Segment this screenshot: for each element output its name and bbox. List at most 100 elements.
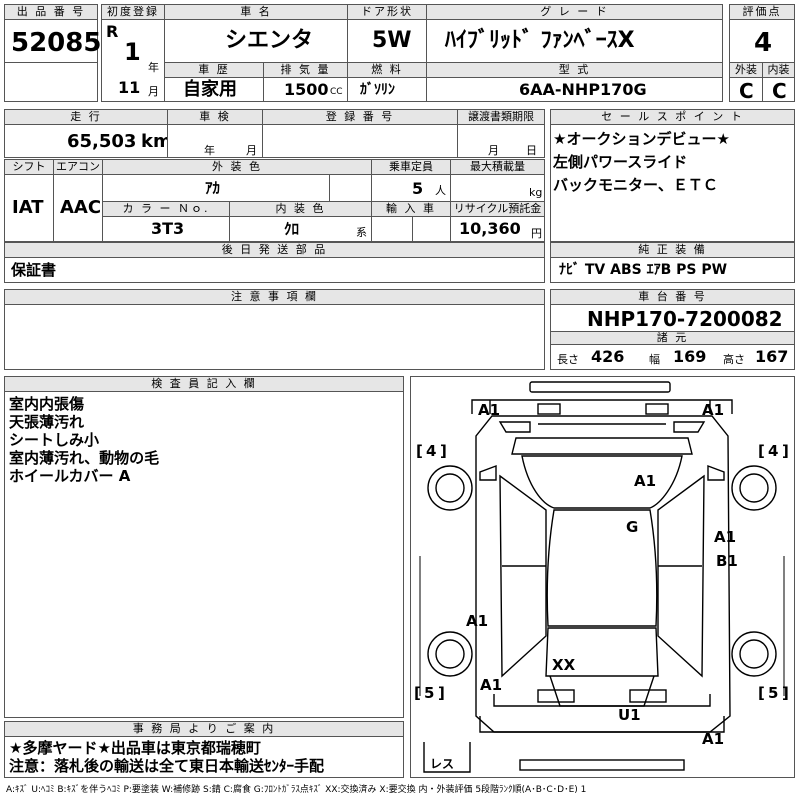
mark-front-right: A1 xyxy=(702,401,724,419)
car-name-cell: シエンタ xyxy=(164,19,348,63)
inspector-line-2: 天張薄汚れ xyxy=(9,413,85,431)
mark-rear-bumper: U1 xyxy=(618,706,641,724)
office-line-1: ★多摩ヤード★出品車は東京都瑞穂町 xyxy=(9,739,261,757)
mileage-cell: 65,503 km xyxy=(4,124,172,158)
chassis: NHP170-7200082 xyxy=(587,307,783,331)
import-cell-a xyxy=(371,216,413,242)
ac: AAC xyxy=(60,197,102,218)
selling-line-2: 左側パワースライド xyxy=(553,153,688,171)
fuel: ｶﾞｿﾘﾝ xyxy=(360,82,395,98)
first-reg-year: 1 xyxy=(124,38,141,66)
color-no: 3T3 xyxy=(151,219,185,238)
door-type: 5W xyxy=(372,28,412,53)
windshield xyxy=(521,455,683,509)
height: 167 xyxy=(755,347,789,366)
grade: ﾊｲﾌﾞﾘｯﾄﾞ ﾌｧﾝﾍﾞｰｽX xyxy=(445,28,635,53)
capacity-label: 乗車定員 xyxy=(371,159,451,175)
score: 4 xyxy=(754,28,773,58)
rear-bumper xyxy=(493,694,711,707)
door-cell: 5W xyxy=(347,19,427,63)
history-label: 車 歴 xyxy=(164,62,264,78)
transfer-day-unit: 日 xyxy=(526,144,537,157)
car-diagram: [ 4 [ 4 [ 5 [ 5 レス A1 A1 A1 G A1 B1 A1 X… xyxy=(414,381,789,773)
rear-plate xyxy=(537,689,575,703)
selling-label: セ ー ル ス ポ イ ン ト xyxy=(550,109,795,125)
color: ｱｶ xyxy=(205,179,221,197)
inspection-month-unit: 月 xyxy=(246,144,257,157)
wheel-front-left xyxy=(427,465,473,511)
score-label: 評価点 xyxy=(729,4,795,20)
first-reg-era: R xyxy=(106,22,119,41)
mark-hood: A1 xyxy=(634,472,656,490)
lot-label: 出 品 番 号 xyxy=(4,4,98,20)
diagram-frame xyxy=(410,376,795,778)
later-label: 後 日 発 送 部 品 xyxy=(4,242,545,258)
front-bumper xyxy=(471,399,733,414)
ext-grade: C xyxy=(739,79,754,103)
mark-front-left: A1 xyxy=(478,401,500,419)
ext-grade-cell: C xyxy=(729,77,763,102)
chassis-cell: NHP170-7200082 xyxy=(550,304,795,332)
wheel-front-right xyxy=(731,465,777,511)
recycle-label: リサイクル預託金 xyxy=(450,201,545,217)
mark-right-door-a: A1 xyxy=(714,528,736,546)
selling-line-1: ★オークションデビュー★ xyxy=(553,130,730,148)
svg-text:]: ] xyxy=(438,684,445,702)
displacement-label: 排 気 量 xyxy=(263,62,348,78)
svg-text:]: ] xyxy=(782,684,789,702)
office-label: 事 務 局 よ り ご 案 内 xyxy=(4,721,404,737)
color-no-cell: 3T3 xyxy=(102,216,230,242)
reg-no-cell xyxy=(262,124,458,158)
tire-rl: [ xyxy=(414,684,421,702)
interior-cell: ｸﾛ 系 xyxy=(229,216,372,242)
mileage: 65,503 xyxy=(67,131,137,152)
office-cell: ★多摩ヤード★出品車は東京都瑞穂町 注意：落札後の輸送は全て東日本輸送ｾﾝﾀｰ手… xyxy=(4,736,404,778)
displacement-unit: CC xyxy=(330,87,343,97)
tire-rr-value: 5 xyxy=(768,684,778,702)
tire-fr: [ xyxy=(758,442,765,460)
int-grade-cell: C xyxy=(762,77,795,102)
inspection-cell: 年 月 xyxy=(167,124,263,158)
first-reg-cell: R 1 年 11 月 xyxy=(101,19,165,102)
model-cell: 6AA-NHP170G xyxy=(426,77,723,102)
fuel-cell: ｶﾞｿﾘﾝ xyxy=(347,77,427,102)
mileage-unit: km xyxy=(141,131,172,152)
width-label: 幅 xyxy=(649,353,660,366)
roof xyxy=(546,509,658,627)
ac-cell: AAC xyxy=(53,174,103,242)
interior: ｸﾛ xyxy=(284,220,300,238)
int-grade: C xyxy=(772,79,787,103)
legend: A:ｷｽﾞ U:ﾍｺﾐ B:ｷｽﾞを伴うﾍｺﾐ P:要塗装 W:補修跡 S:錆 … xyxy=(6,785,587,795)
inspection-year-unit: 年 xyxy=(204,144,215,157)
shift-label: シフト xyxy=(4,159,54,175)
displacement: 1500 xyxy=(284,80,329,99)
svg-text:]: ] xyxy=(440,442,447,460)
equip-cell: ﾅﾋﾞ TV ABS ｴｱB PS PW xyxy=(550,257,795,283)
body-outline xyxy=(475,415,731,733)
tire-rl-value: 5 xyxy=(424,684,434,702)
mark-right-door-b: B1 xyxy=(716,552,738,570)
dims-label: 諸 元 xyxy=(550,331,795,345)
capacity-cell: 5 人 xyxy=(371,174,451,202)
first-reg-label: 初度登録 xyxy=(101,4,165,20)
length: 426 xyxy=(591,347,625,366)
svg-text:]: ] xyxy=(782,442,789,460)
transfer-month-unit: 月 xyxy=(488,144,499,157)
transfer-cell: 月 日 xyxy=(457,124,545,158)
first-reg-year-unit: 年 xyxy=(148,61,159,74)
import-cell-b xyxy=(412,216,451,242)
width: 169 xyxy=(673,347,707,366)
ac-label: エアコン xyxy=(53,159,103,175)
wheel-rear-right xyxy=(731,631,777,677)
recycle: 10,360 xyxy=(459,219,521,238)
first-reg-month: 11 xyxy=(118,78,141,97)
notes-label: 注 意 事 項 欄 xyxy=(4,289,545,305)
selling-cell: ★オークションデビュー★ 左側パワースライド バックモニター、ＥＴＣ xyxy=(550,124,795,242)
inspector-line-5: ホイールカバー A xyxy=(9,467,131,485)
reg-no-label: 登 録 番 号 xyxy=(262,109,458,125)
mark-rear-left: A1 xyxy=(480,676,502,694)
transfer-label: 譲渡書類期限 xyxy=(457,109,545,125)
selling-line-3: バックモニター、ＥＴＣ xyxy=(553,176,718,194)
fuel-label: 燃 料 xyxy=(347,62,427,78)
displacement-cell: 1500 CC xyxy=(263,77,348,102)
